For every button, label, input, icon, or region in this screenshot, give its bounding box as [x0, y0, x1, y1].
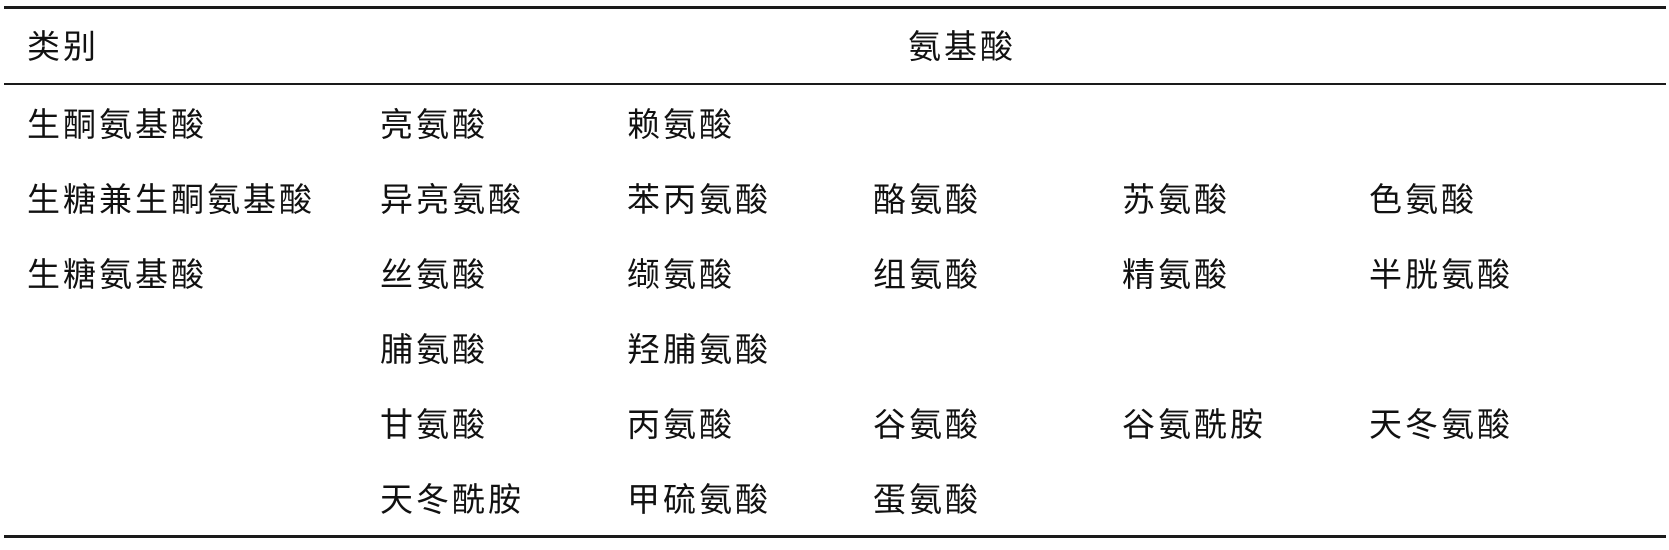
table-row: 天冬酰胺 甲硫氨酸 蛋氨酸: [4, 460, 1666, 535]
table-header-row: 类别 氨基酸: [4, 9, 1666, 83]
table-row: 脯氨酸 羟脯氨酸: [4, 310, 1666, 385]
table-cell: 组氨酸: [873, 255, 981, 294]
table-cell: 赖氨酸: [627, 105, 735, 144]
table-cell: 丝氨酸: [380, 255, 488, 294]
table-cell: 天冬酰胺: [380, 480, 524, 519]
row-category: 生酮氨基酸: [27, 105, 207, 144]
table-cell: 甲硫氨酸: [627, 480, 771, 519]
table-cell: 色氨酸: [1369, 180, 1477, 219]
table-cell: 半胱氨酸: [1369, 255, 1513, 294]
table-cell: 精氨酸: [1122, 255, 1230, 294]
row-category: 生糖氨基酸: [27, 255, 207, 294]
row-category: 生糖兼生酮氨基酸: [27, 180, 315, 219]
table-row: 生糖兼生酮氨基酸 异亮氨酸 苯丙氨酸 酪氨酸 苏氨酸 色氨酸: [4, 160, 1666, 235]
table-cell: 羟脯氨酸: [627, 330, 771, 369]
table-row: 生糖氨基酸 丝氨酸 缬氨酸 组氨酸 精氨酸 半胱氨酸: [4, 235, 1666, 310]
table-cell: 酪氨酸: [873, 180, 981, 219]
table-body: 生酮氨基酸 亮氨酸 赖氨酸 生糖兼生酮氨基酸 异亮氨酸 苯丙氨酸 酪氨酸 苏氨酸…: [4, 85, 1666, 535]
table-cell: 亮氨酸: [380, 105, 488, 144]
table-cell: 甘氨酸: [380, 405, 488, 444]
header-category: 类别: [27, 27, 99, 66]
table-cell: 缬氨酸: [627, 255, 735, 294]
table-cell: 异亮氨酸: [380, 180, 524, 219]
table-header-rule: [4, 83, 1666, 85]
table-cell: 谷氨酸: [873, 405, 981, 444]
table-cell: 脯氨酸: [380, 330, 488, 369]
table-cell: 苯丙氨酸: [627, 180, 771, 219]
table-cell: 天冬氨酸: [1369, 405, 1513, 444]
header-amino-acid: 氨基酸: [908, 27, 1016, 66]
table-cell: 谷氨酰胺: [1122, 405, 1266, 444]
table-row: 生酮氨基酸 亮氨酸 赖氨酸: [4, 85, 1666, 160]
table-bottom-rule: [4, 534, 1666, 538]
table-row: 甘氨酸 丙氨酸 谷氨酸 谷氨酰胺 天冬氨酸: [4, 385, 1666, 460]
table-cell: 蛋氨酸: [873, 480, 981, 519]
amino-acid-classification-table: 类别 氨基酸 生酮氨基酸 亮氨酸 赖氨酸 生糖兼生酮氨基酸 异亮氨酸 苯丙氨酸 …: [4, 6, 1666, 538]
table-cell: 苏氨酸: [1122, 180, 1230, 219]
table-cell: 丙氨酸: [627, 405, 735, 444]
table-top-rule: [4, 6, 1666, 9]
